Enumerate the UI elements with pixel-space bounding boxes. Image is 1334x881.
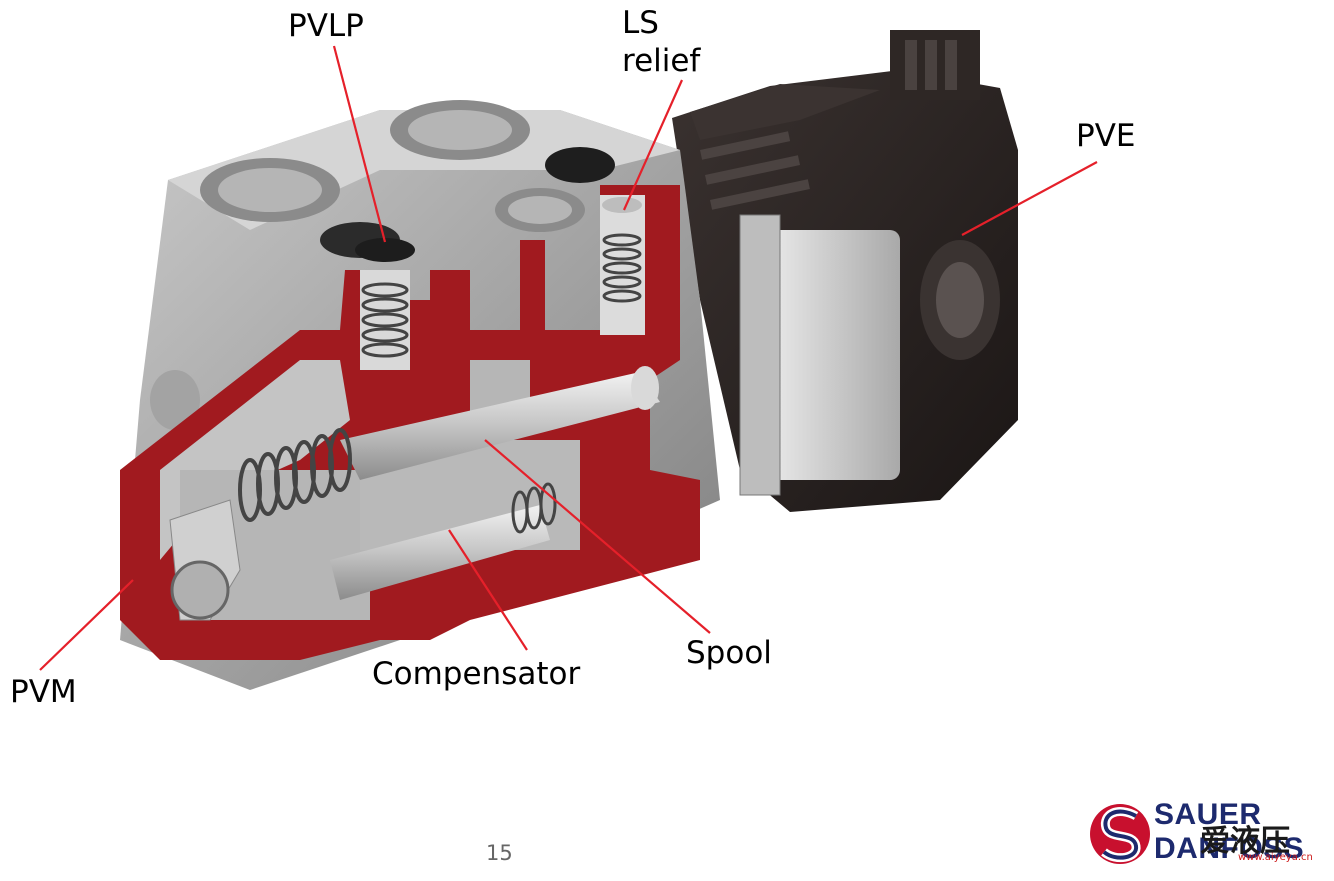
watermark-url: www.aiyeya.cn (1238, 852, 1313, 863)
sauer-danfoss-logo: SAUER DANFOSS 爱液压 www.aiyeya.cn (1088, 796, 1328, 872)
compensator (330, 482, 557, 600)
page-number: 15 (486, 841, 513, 865)
spool (238, 366, 660, 522)
pvlp-valve (355, 238, 415, 370)
label-compensator: Compensator (372, 656, 581, 692)
pve-leader (961, 161, 1098, 236)
sauer-danfoss-s-mark-icon (1090, 804, 1150, 864)
logo-text-danfoss: DANFOSS (1154, 832, 1305, 865)
pve-coil (739, 214, 900, 496)
leader-lines (39, 45, 1098, 671)
logo-text-sauer: SAUER (1154, 798, 1262, 831)
label-ls-line2: relief (622, 43, 701, 79)
compensator-leader (448, 529, 528, 651)
pvlp-leader (332, 45, 387, 243)
pvm-lever (169, 499, 241, 621)
ls-relief-valve (600, 195, 645, 335)
label-ls-line1: LS (622, 5, 659, 41)
label-ls-relief: LS relief (622, 4, 700, 80)
spool-leader (484, 439, 711, 634)
ls-relief-leader (622, 79, 684, 211)
pvm-leader (39, 579, 134, 671)
label-pvlp: PVLP (288, 8, 364, 44)
label-spool: Spool (686, 635, 772, 671)
watermark-text: 爱液压 (1200, 824, 1290, 859)
label-pvm: PVM (10, 674, 77, 710)
label-pve: PVE (1076, 118, 1136, 154)
